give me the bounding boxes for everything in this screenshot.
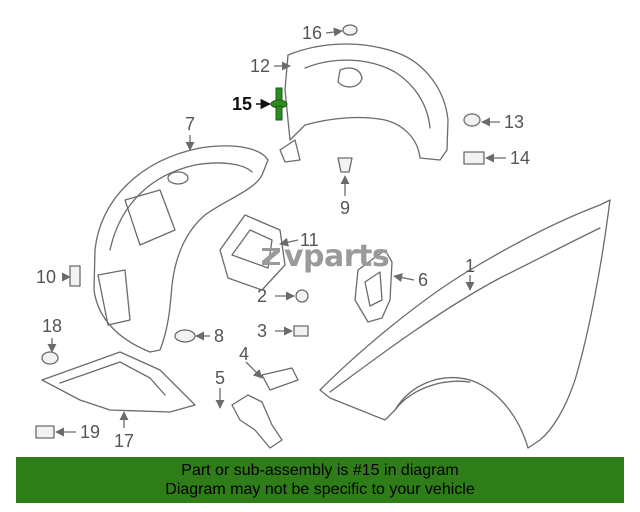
banner-line-1: Part or sub-assembly is #15 in diagram [181,462,459,479]
part-15-bolt-highlighted [270,87,288,121]
callout-16: 16 [302,23,322,43]
callout-6: 6 [418,270,428,290]
part-5-bracket [231,394,283,449]
callout-4: 4 [239,344,249,364]
part-11-bracket [219,214,286,291]
callout-10: 10 [36,267,56,287]
part-6-bracket [354,249,393,323]
callout-9: 9 [340,198,350,218]
part-9-rivet [337,157,353,173]
callout-7: 7 [185,114,195,134]
leader-11 [279,237,299,247]
leader-16 [325,27,343,37]
watermark-text: vparts [284,238,390,274]
leader-6 [393,273,415,283]
callout-11: 11 [300,230,319,250]
callout-8: 8 [214,326,224,346]
part-18-clip [41,351,59,365]
part-1-fender [319,199,611,449]
banner-line-2: Diagram may not be specific to your vehi… [165,481,475,498]
part-14-nut [463,151,485,165]
callout-12: 12 [250,56,270,76]
leader-4 [245,361,263,379]
callout-14: 14 [510,148,530,168]
callout-5: 5 [215,368,225,388]
callout-17: 17 [114,431,134,451]
part-19-nut [35,425,55,439]
part-3-nut [293,325,309,337]
part-13-clip [463,113,481,127]
part-10-clip [69,265,81,287]
part-8-clip [174,329,196,343]
part-16-clip [342,24,358,36]
zv-logo-icon [262,248,280,265]
info-banner: Part or sub-assembly is #15 in diagram D… [16,457,624,503]
part-2-clip [295,289,309,303]
callout-1: 1 [465,256,475,276]
callout-18: 18 [42,316,62,336]
parts-diagram: 1 2 3 4 5 6 7 8 9 10 11 12 13 14 15 16 1… [35,23,611,451]
callout-15-highlighted: 15 [232,94,252,114]
part-4-bracket [261,367,299,391]
callout-3: 3 [257,321,267,341]
callout-2: 2 [257,286,267,306]
watermark: vparts [260,236,390,276]
part-12-liner-rear [279,43,449,163]
callout-19: 19 [80,422,100,442]
part-17-lower-shield [41,351,196,413]
part-7-wheel-liner [93,145,269,353]
callout-13: 13 [504,112,524,132]
